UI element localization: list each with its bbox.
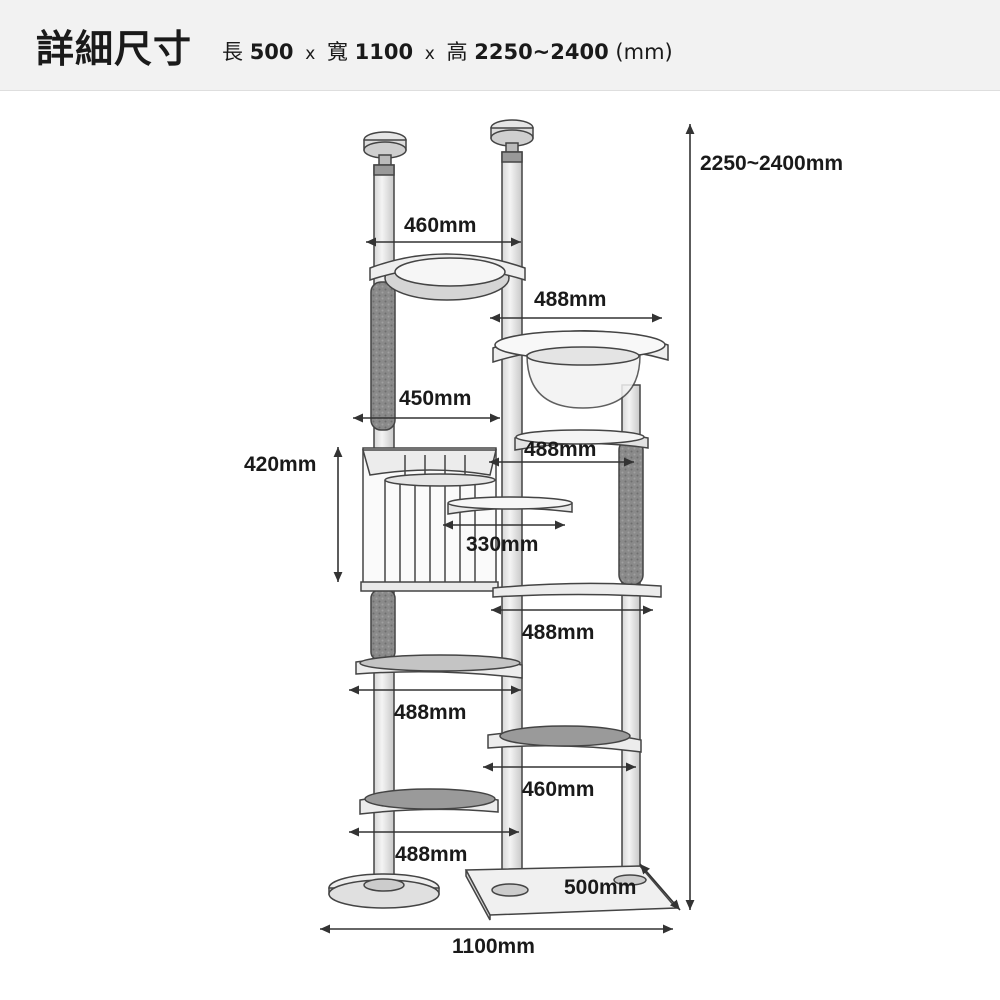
left-pole-band (373, 164, 395, 176)
dimension-lines (320, 124, 695, 934)
label-left-lower-platform: 488mm (394, 701, 466, 724)
separator: x (424, 44, 435, 64)
label-right-bottom-platform: 460mm (522, 778, 594, 801)
height-value: 2250~2400 (474, 40, 609, 64)
right-ceiling-cap (490, 119, 534, 158)
left-bottom-platform (359, 788, 499, 815)
left-lower-platform (355, 654, 523, 679)
sisal-post-upper-left (370, 281, 396, 431)
label-right-mid-platform: 488mm (524, 438, 596, 461)
label-right-lower-platform: 488mm (522, 621, 594, 644)
spec-summary: 長 500 x 寬 1100 x 高 2250~2400 (mm) (222, 36, 673, 66)
label-top-platform: 460mm (404, 214, 476, 237)
label-bowl-platform: 488mm (534, 288, 606, 311)
page-title: 詳細尺寸 (36, 27, 193, 71)
right-square-base (464, 865, 678, 921)
unit-label: (mm) (615, 40, 673, 64)
header-bar: 詳細尺寸 長 500 x 寬 1100 x 高 2250~2400 (mm) (0, 0, 1000, 91)
label-total-width: 1100mm (452, 935, 535, 958)
height-label: 高 (446, 40, 468, 64)
length-value: 500 (249, 40, 294, 64)
bowl-platform (492, 330, 669, 409)
top-platform (369, 253, 526, 301)
cat-tree-illustration (328, 119, 678, 921)
label-left-bottom-platform: 488mm (395, 843, 467, 866)
length-label: 長 (222, 40, 243, 64)
right-lower-platform (492, 582, 662, 598)
right-bottom-platform (487, 725, 642, 753)
width-label: 寬 (326, 40, 348, 64)
sisal-post-lower-left (370, 589, 396, 661)
right-mid-platform (514, 429, 649, 451)
condo-box (360, 447, 499, 592)
label-total-height: 2250~2400mm (700, 152, 843, 175)
label-small-step: 330mm (466, 533, 538, 556)
small-step-platform (447, 496, 573, 515)
separator: x (305, 44, 316, 64)
left-round-base (328, 873, 440, 909)
label-scratch-level: 450mm (399, 387, 471, 410)
label-base-depth: 500mm (564, 876, 636, 899)
left-ceiling-cap (363, 131, 407, 170)
width-value: 1100 (354, 40, 414, 64)
label-box-height: 420mm (244, 453, 316, 476)
right-pole-band (501, 151, 523, 163)
